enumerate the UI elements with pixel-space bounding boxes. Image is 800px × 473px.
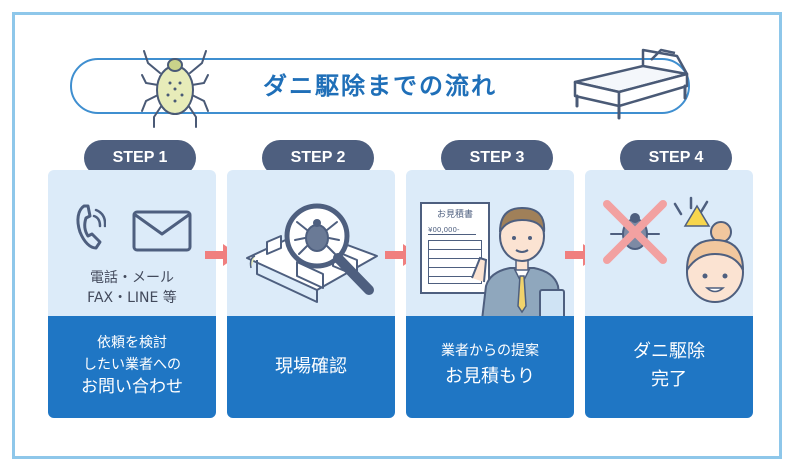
contact-methods: 電話・メール FAX・LINE 等 (48, 268, 216, 308)
contact-line-2: FAX・LINE 等 (87, 290, 177, 306)
step-2-description: 現場確認 (227, 316, 395, 418)
phone-icon (76, 204, 106, 250)
step-3-desc-line-1: 業者からの提案 (441, 343, 539, 359)
woman-avatar (673, 196, 744, 303)
step-3-description: 業者からの提案 お見積もり (406, 316, 574, 418)
step-1-desc-line-3: お問い合わせ (81, 377, 183, 397)
step-2-card: 現場確認 (227, 170, 395, 418)
step-3-desc-line-2: お見積もり (445, 366, 535, 387)
step-1-description: 依頼を検討 したい業者への お問い合わせ (48, 316, 216, 418)
bed-icon (573, 48, 689, 120)
mail-icon (132, 210, 192, 252)
mite-icon (141, 50, 209, 128)
step-1-card: 電話・メール FAX・LINE 等 依頼を検討 したい業者への お問い合わせ (48, 170, 216, 418)
step-1-desc-line-1: 依頼を検討 (97, 335, 167, 351)
magnifier-icon (246, 203, 378, 303)
crossed-mite-icon (603, 200, 667, 264)
estimate-doc-amount: ¥00,000- (428, 226, 476, 235)
estimate-doc-title: お見積書 (436, 210, 473, 220)
step-4-card: ダニ駆除 完了 (585, 170, 753, 418)
worker-avatar (471, 206, 565, 320)
step-2-desc-line-1: 現場確認 (275, 356, 347, 377)
step-4-description: ダニ駆除 完了 (585, 316, 753, 418)
contact-line-1: 電話・メール (90, 270, 174, 286)
step-4-desc-line-2: 完了 (651, 369, 687, 390)
step-4-desc-line-1: ダニ駆除 (633, 341, 705, 362)
step-3-card: お見積書 ¥00,000- 業者からの提案 お見積もり (406, 170, 574, 418)
page-title: ダニ駆除までの流れ (263, 72, 497, 100)
step-1-desc-line-2: したい業者への (83, 357, 181, 373)
